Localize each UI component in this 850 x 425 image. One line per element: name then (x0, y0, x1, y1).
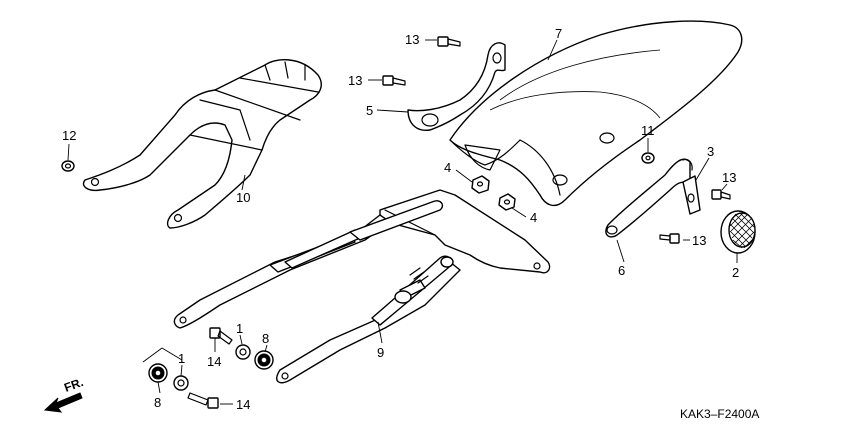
grommet-8-lower[interactable] (148, 363, 168, 383)
callout-8: 8 (154, 395, 161, 410)
nut-4-right[interactable] (498, 193, 516, 211)
bolt-13-right-lower[interactable] (659, 233, 680, 244)
nut-12[interactable] (61, 160, 75, 172)
lamp-bracket[interactable] (605, 158, 693, 238)
callout-14: 14 (236, 397, 250, 412)
callout-1: 1 (236, 321, 243, 336)
luggage-rack[interactable] (82, 59, 322, 229)
diagram-code: KAK3–F2400A (680, 407, 759, 421)
damper-rod-upper[interactable] (284, 200, 444, 269)
callout-14: 14 (207, 354, 221, 369)
callout-13: 13 (405, 32, 419, 47)
damper-rod-lower[interactable] (371, 255, 454, 326)
callout-5: 5 (366, 103, 373, 118)
rear-reflector[interactable] (720, 210, 756, 254)
rear-fender[interactable] (449, 20, 743, 207)
bolt-14-upper[interactable] (209, 327, 233, 345)
callout-3: 3 (707, 144, 714, 159)
callout-11: 11 (641, 123, 655, 138)
front-arrow-icon (43, 392, 83, 413)
bolt-13-right-upper[interactable] (711, 189, 731, 200)
callout-9: 9 (377, 345, 384, 360)
callout-6: 6 (618, 263, 625, 278)
callout-13: 13 (722, 170, 736, 185)
collar-1-lower[interactable] (173, 375, 189, 391)
callout-1: 1 (178, 351, 185, 366)
callout-2: 2 (732, 265, 739, 280)
bolt-13-second[interactable] (382, 75, 406, 86)
stay-3[interactable] (682, 175, 701, 215)
callout-labels: 13 13 5 7 12 10 4 4 11 3 13 13 2 6 9 1 1… (62, 26, 739, 412)
callout-7: 7 (555, 26, 562, 41)
nut-4-left[interactable] (471, 175, 490, 194)
front-label: FR. (62, 375, 85, 395)
callout-13: 13 (348, 73, 362, 88)
callout-4: 4 (444, 160, 451, 175)
fender-bracket[interactable] (407, 42, 506, 132)
leader-lines (67, 39, 738, 405)
callout-8: 8 (262, 331, 269, 346)
bolt-13-upper[interactable] (437, 36, 461, 47)
callout-4: 4 (530, 210, 537, 225)
bolt-14-lower[interactable] (187, 392, 219, 409)
callout-12: 12 (62, 128, 76, 143)
callout-13: 13 (692, 233, 706, 248)
rear-subframe[interactable] (173, 189, 551, 384)
grommet-8-upper[interactable] (254, 350, 274, 370)
front-direction-indicator: FR. (43, 375, 85, 413)
washer-11[interactable] (641, 152, 655, 164)
collar-1-upper[interactable] (235, 344, 251, 360)
callout-10: 10 (236, 190, 250, 205)
